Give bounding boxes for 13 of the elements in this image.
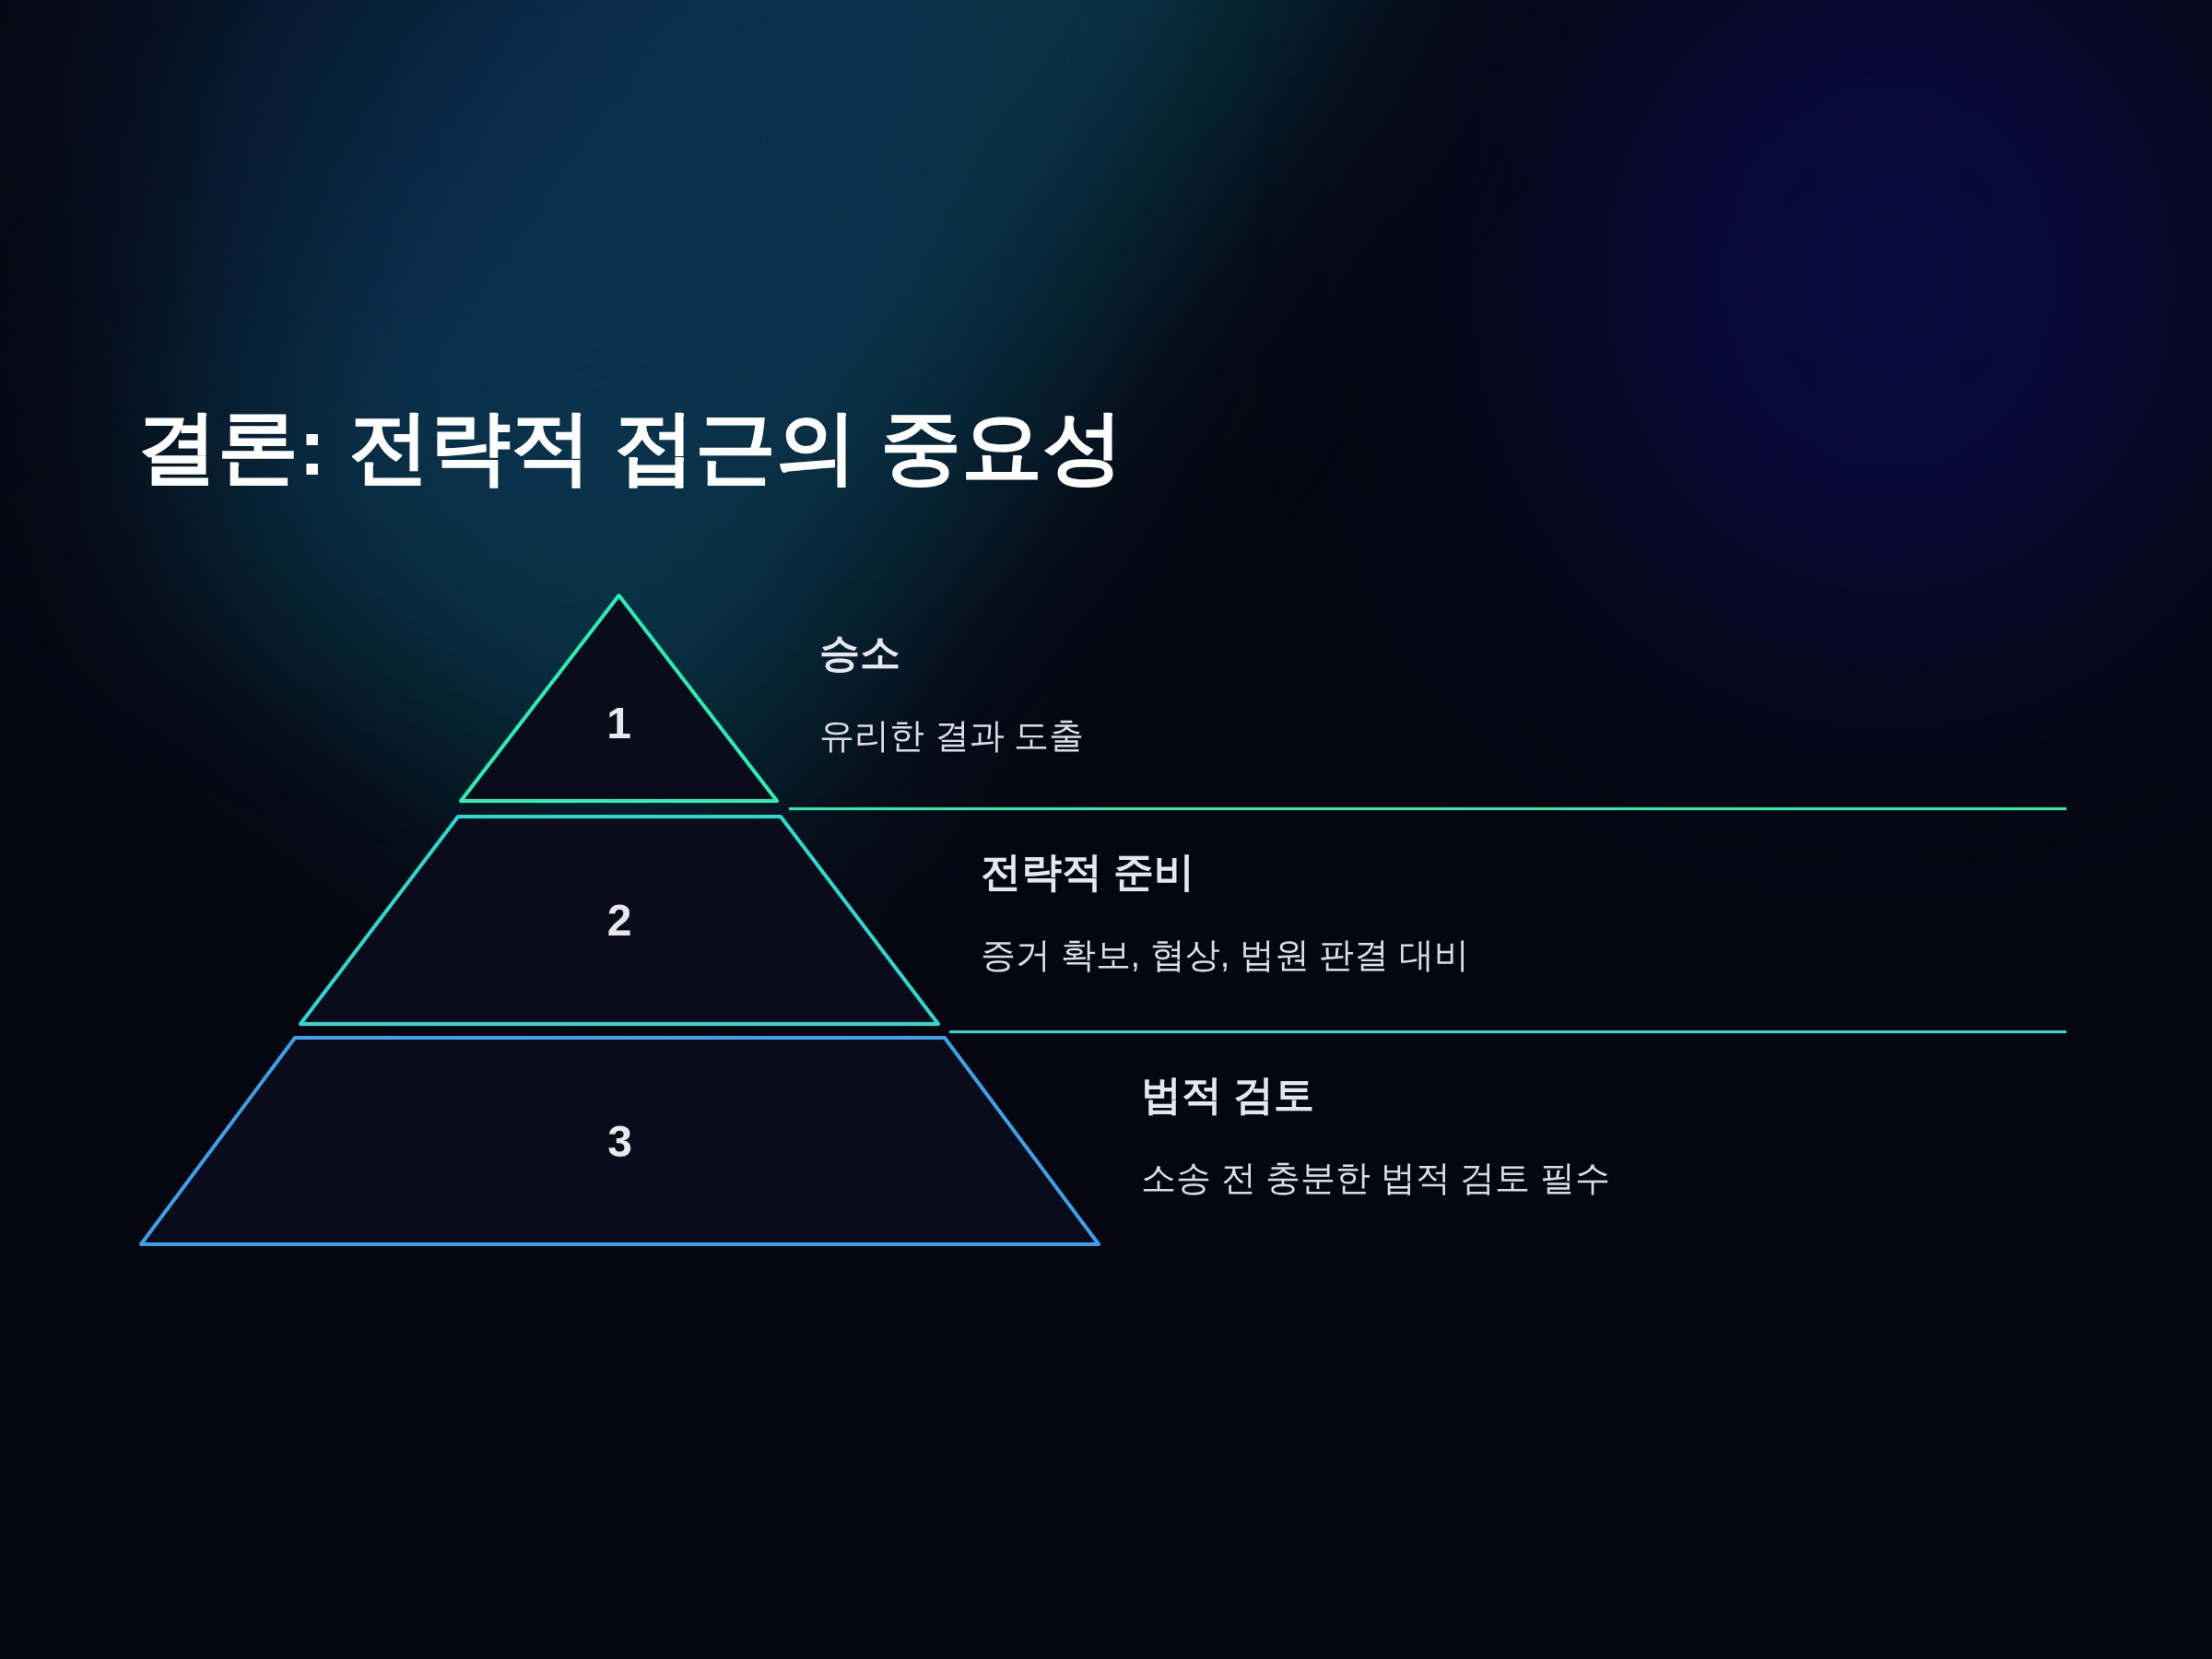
level-description: 소송 전 충분한 법적 검토 필수 (1141, 1158, 1610, 1199)
level-description: 유리한 결과 도출 (819, 715, 1085, 757)
pyramid-level (458, 593, 780, 804)
level-number: 1 (606, 701, 631, 746)
level-number: 3 (607, 1120, 632, 1164)
pyramid-level (138, 1035, 1101, 1247)
level-heading: 법적 검토 (1141, 1071, 1316, 1119)
level-number: 2 (606, 899, 632, 943)
level-heading: 승소 (819, 629, 901, 677)
pyramid-level (298, 814, 941, 1027)
title: 결론: 전략적 접근의 중요성 (136, 400, 1124, 494)
level-description: 증거 확보, 협상, 법원 판결 대비 (981, 935, 1469, 976)
level-heading: 전략적 준비 (981, 848, 1196, 896)
